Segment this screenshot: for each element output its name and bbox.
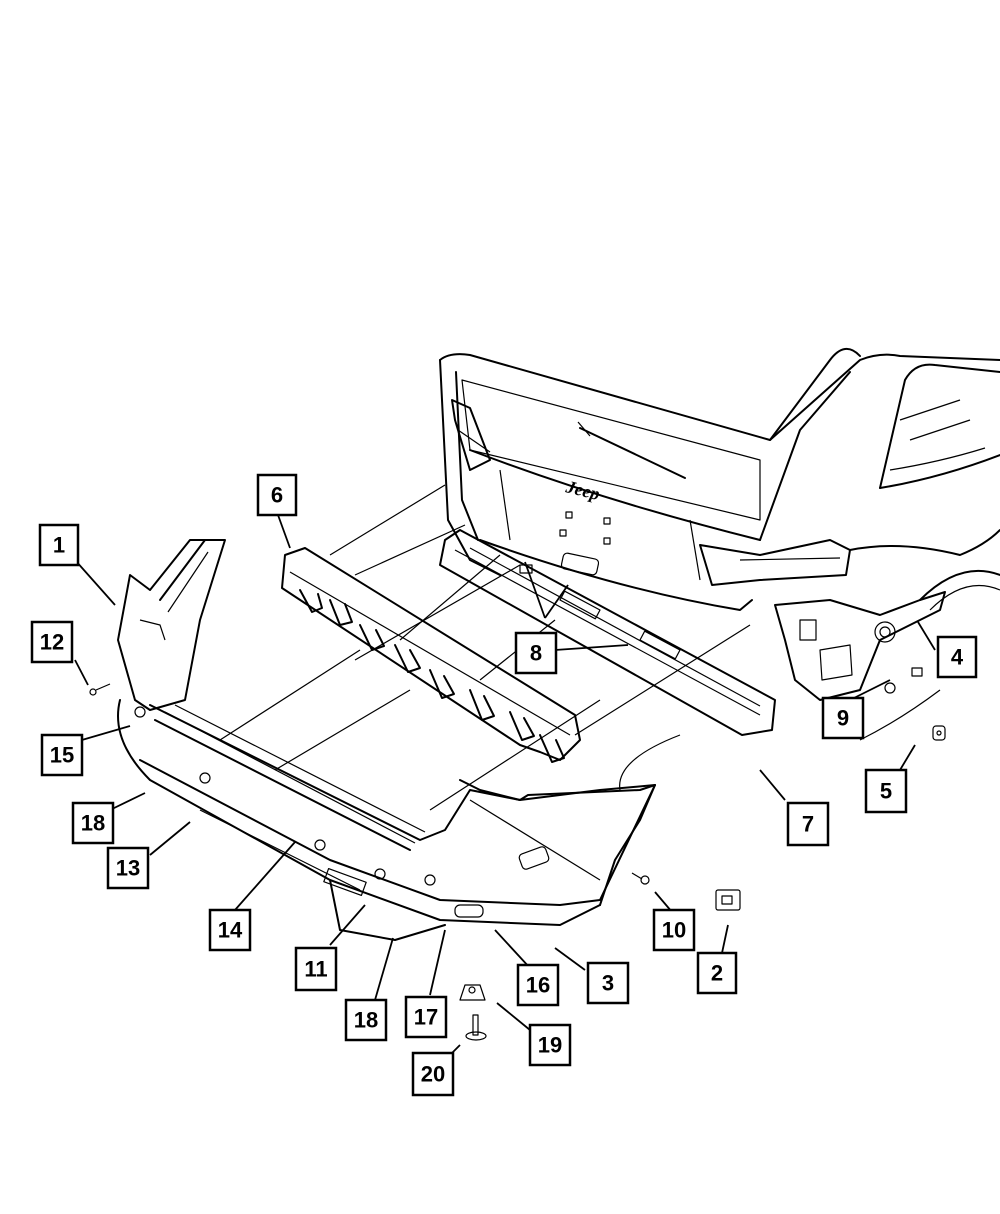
callout-3: 3 — [586, 961, 630, 1005]
callout-label: 13 — [116, 856, 140, 881]
callout-18-lower: 18 — [344, 998, 388, 1042]
callout-label: 18 — [81, 811, 105, 836]
callout-label: 2 — [711, 961, 723, 986]
callout-14: 14 — [208, 908, 252, 952]
callout-13: 13 — [106, 846, 150, 890]
callout-19: 19 — [528, 1023, 572, 1067]
vehicle-rear-body: Jeep — [439, 348, 1000, 611]
callout-label: 20 — [421, 1062, 445, 1087]
leader-lines — [74, 514, 936, 1061]
callout-label: 15 — [50, 743, 74, 768]
callout-5: 5 — [864, 768, 908, 814]
callout-label: 12 — [40, 630, 64, 655]
callout-12: 12 — [30, 620, 74, 664]
callout-label: 1 — [53, 533, 65, 558]
callout-11: 11 — [294, 946, 338, 992]
callout-label: 7 — [802, 812, 814, 837]
energy-absorber — [281, 547, 581, 763]
bolt-20 — [465, 1014, 487, 1041]
callout-17: 17 — [404, 995, 448, 1039]
callout-label: 19 — [538, 1033, 562, 1058]
callout-label: 16 — [526, 973, 550, 998]
callout-6: 6 — [256, 473, 298, 517]
callout-15: 15 — [40, 733, 84, 777]
callout-label: 14 — [218, 918, 243, 943]
callout-8: 8 — [514, 631, 558, 675]
callout-label: 3 — [602, 971, 614, 996]
callout-9: 9 — [821, 696, 865, 740]
assembly-guide-lines — [219, 484, 941, 811]
callout-label: 4 — [951, 645, 964, 670]
clip-5 — [932, 725, 946, 741]
callout-4: 4 — [936, 635, 978, 679]
callout-label: 17 — [414, 1005, 438, 1030]
callout-20: 20 — [411, 1051, 455, 1097]
callout-label: 6 — [271, 483, 283, 508]
callout-label: 9 — [837, 706, 849, 731]
callout-18-left: 18 — [71, 801, 115, 845]
callout-1: 1 — [38, 523, 80, 567]
callout-label: 5 — [880, 779, 892, 804]
callout-label: 11 — [304, 957, 327, 982]
callout-10: 10 — [652, 908, 696, 952]
screw-10 — [631, 872, 650, 885]
callout-label: 10 — [662, 918, 686, 943]
fasteners — [89, 683, 946, 1041]
callout-7: 7 — [786, 801, 830, 847]
callout-label: 18 — [354, 1008, 378, 1033]
callout-label: 8 — [530, 641, 542, 666]
rear-bumper-fascia — [117, 539, 656, 941]
rear-bumper-reinforcement — [439, 529, 776, 736]
nut-2 — [715, 889, 741, 911]
callout-16: 16 — [516, 963, 560, 1007]
callout-2: 2 — [696, 951, 738, 995]
screw-12 — [89, 683, 111, 696]
right-bumper-bracket — [774, 591, 946, 701]
nut-19 — [459, 984, 486, 1001]
